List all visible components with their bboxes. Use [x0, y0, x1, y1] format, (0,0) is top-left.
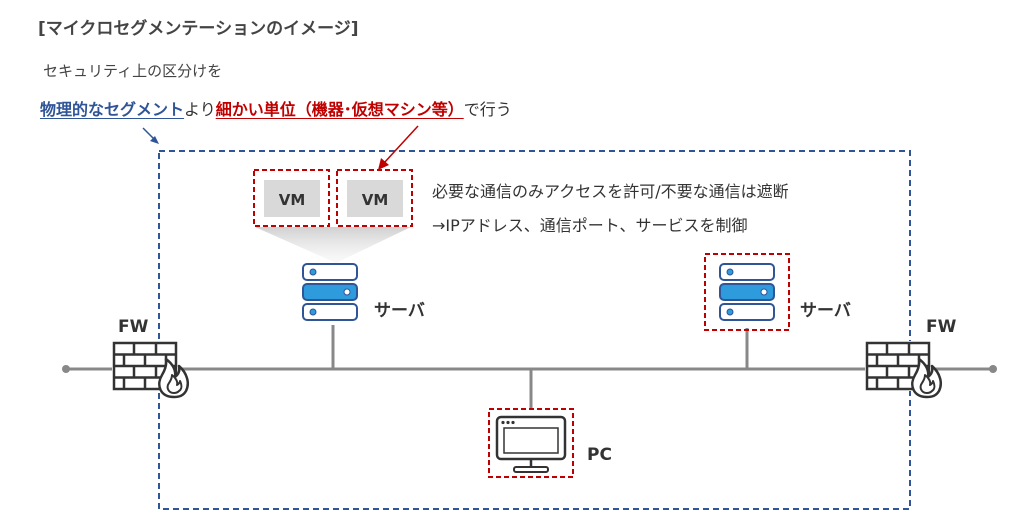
vm-box-2: VM: [336, 169, 413, 227]
vm-funnel: [255, 227, 411, 263]
fw-label-right: FW: [926, 317, 957, 337]
fine-unit-text: 細かい単位（機器･仮想マシン等）: [215, 100, 464, 119]
firewall-icon: [110, 339, 190, 399]
firewall-icon: [863, 339, 943, 399]
red-pointer-line: [383, 125, 419, 164]
server-label-right: サーバ: [800, 301, 851, 321]
server-icon: [302, 263, 358, 321]
subtitle: セキュリティ上の区分けを: [43, 62, 223, 80]
description-line: 物理的なセグメントより細かい単位（機器･仮想マシン等）で行う: [40, 96, 512, 120]
vm-box-1: VM: [253, 169, 330, 227]
server-right-box: [704, 253, 790, 331]
server-label-left: サーバ: [374, 301, 425, 321]
vm-label-1: VM: [279, 191, 306, 209]
connector-text: より: [184, 100, 216, 119]
monitor-icon: [495, 415, 567, 473]
vm-label-2: VM: [362, 191, 389, 209]
micro-segment-boundary: [158, 150, 911, 510]
pc-box: [488, 408, 574, 478]
pc-label: PC: [587, 445, 612, 465]
physical-segment-text: 物理的なセグメント: [40, 100, 185, 119]
access-control-note: 必要な通信のみアクセスを許可/不要な通信は遮断: [432, 182, 789, 201]
control-items-note: →IPアドレス、通信ポート、サービスを制御: [432, 216, 748, 235]
network-end-right: [989, 365, 997, 373]
server-icon: [719, 263, 775, 321]
trailing-text: で行う: [463, 100, 512, 119]
red-pointer-head: [378, 158, 389, 170]
fw-label-left: FW: [118, 317, 149, 337]
diagram-title: [マイクロセグメンテーションのイメージ]: [38, 19, 359, 39]
network-end-left: [62, 365, 70, 373]
blue-pointer-head: [150, 136, 159, 144]
